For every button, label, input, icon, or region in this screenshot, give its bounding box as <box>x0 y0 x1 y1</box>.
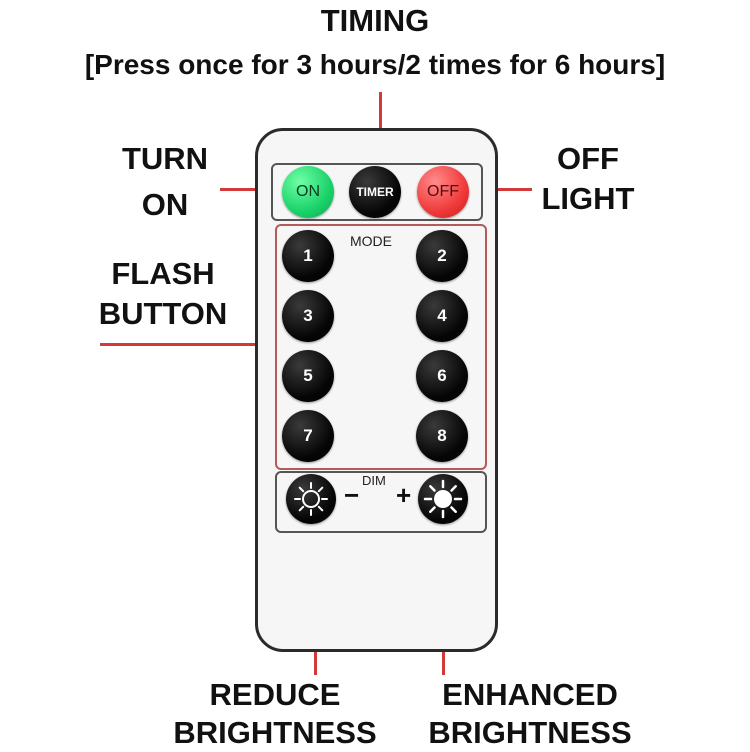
dim-down-button[interactable] <box>286 474 336 524</box>
mode-button-2[interactable]: 2 <box>416 230 468 282</box>
timing-note: [Press once for 3 hours/2 times for 6 ho… <box>84 49 666 80</box>
flash-button-label-line2: BUTTON <box>98 296 228 331</box>
dim-label: DIM <box>362 473 386 488</box>
dim-up-button[interactable] <box>418 474 468 524</box>
mode-label: MODE <box>350 233 392 249</box>
mode-panel <box>275 224 487 470</box>
mode-button-1[interactable]: 1 <box>282 230 334 282</box>
flash-button-label: FLASH BUTTON <box>78 255 248 333</box>
turn-on-callout-line <box>220 188 286 191</box>
turn-on-label-line1: TURN <box>121 141 209 176</box>
mode-button-5[interactable]: 5 <box>282 350 334 402</box>
sun-large-icon <box>423 479 463 519</box>
off-light-callout-line <box>466 188 532 191</box>
off-button[interactable]: OFF <box>417 166 469 218</box>
timer-button[interactable]: TIMER <box>349 166 401 218</box>
timing-label: TIMING <box>320 3 430 38</box>
sun-small-icon <box>294 482 328 516</box>
dim-plus-sign: + <box>396 480 412 510</box>
mode-button-7[interactable]: 7 <box>282 410 334 462</box>
flash-button-label-line1: FLASH <box>111 256 215 291</box>
flash-button-callout-line <box>100 343 278 346</box>
off-light-label: OFF LIGHT <box>528 140 648 218</box>
off-light-label-line1: OFF <box>557 141 619 176</box>
turn-on-label: TURN ON <box>105 140 225 224</box>
dim-minus-sign: − <box>344 480 360 510</box>
reduce-brightness-label: REDUCE BRIGHTNESS <box>150 676 400 752</box>
mode-button-6[interactable]: 6 <box>416 350 468 402</box>
enhanced-brightness-label-line1: ENHANCED <box>442 677 618 712</box>
mode-button-3[interactable]: 3 <box>282 290 334 342</box>
off-light-label-line2: LIGHT <box>541 181 635 216</box>
mode-button-4[interactable]: 4 <box>416 290 468 342</box>
mode-button-8[interactable]: 8 <box>416 410 468 462</box>
on-button[interactable]: ON <box>282 166 334 218</box>
turn-on-label-line2: ON <box>141 187 189 222</box>
power-panel <box>271 163 483 221</box>
reduce-brightness-label-line2: BRIGHTNESS <box>173 715 377 750</box>
enhanced-brightness-label: ENHANCED BRIGHTNESS <box>400 676 660 752</box>
dim-panel <box>275 471 487 533</box>
reduce-brightness-label-line1: REDUCE <box>209 677 341 712</box>
enhanced-brightness-label-line2: BRIGHTNESS <box>428 715 632 750</box>
